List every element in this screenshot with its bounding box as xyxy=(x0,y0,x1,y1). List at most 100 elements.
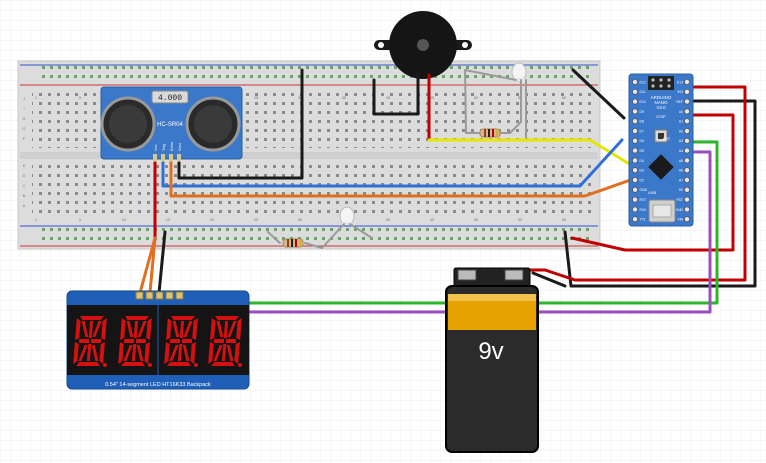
display-segment xyxy=(88,321,94,338)
resistor-top xyxy=(479,128,501,138)
nano-pin-left[interactable] xyxy=(632,118,639,125)
nano-pin-right[interactable] xyxy=(684,127,691,134)
battery-terminal-left xyxy=(457,269,477,281)
display-segment xyxy=(227,321,237,337)
display-segment xyxy=(190,342,196,364)
display-decimal-point xyxy=(103,363,107,367)
display-segment xyxy=(78,345,88,361)
breadboard-col-label-bottom: 30 xyxy=(298,217,303,222)
display-segment xyxy=(81,321,89,337)
breadboard-col-label-top: 40 xyxy=(386,95,391,100)
display-segment xyxy=(215,316,239,320)
display-segment xyxy=(80,316,104,320)
nano-pin-label-left: D5 xyxy=(640,149,644,153)
display-segment xyxy=(131,344,137,361)
breadboard-col-label-bottom: 1 xyxy=(35,217,38,222)
display-header-pin[interactable] xyxy=(175,291,184,300)
nano-pin-right[interactable] xyxy=(684,118,691,125)
nano-pin-left[interactable] xyxy=(632,216,639,223)
display-header-pin[interactable] xyxy=(165,291,174,300)
nano-pin-right[interactable] xyxy=(684,108,691,115)
wire-gray-led-bottom-b xyxy=(349,223,373,239)
breadboard-col-label-top: 25 xyxy=(254,95,259,100)
nano-pin-label-right: 5V xyxy=(679,188,684,192)
nano-pin-left[interactable] xyxy=(632,127,639,134)
display-segment xyxy=(125,316,149,320)
nano-pin-left[interactable] xyxy=(632,206,639,213)
nano-pin-right[interactable] xyxy=(684,167,691,174)
display-segment xyxy=(234,342,240,364)
display-segment xyxy=(182,345,190,361)
nano-pin-right[interactable] xyxy=(684,176,691,183)
nano-pin-right[interactable] xyxy=(684,157,691,164)
display-segment xyxy=(208,342,214,364)
display-segment xyxy=(169,345,179,361)
nano-pin-right[interactable] xyxy=(684,206,691,213)
battery-9v: 9v xyxy=(445,267,539,453)
breadboard-col-label-top: 35 xyxy=(342,95,347,100)
display-header-pin[interactable] xyxy=(145,291,154,300)
nano-pin-label-left: D3 xyxy=(640,169,644,173)
nano-pin-label-right: 3V3 xyxy=(677,90,683,94)
nano-pin-left[interactable] xyxy=(632,108,639,115)
display-segment xyxy=(136,345,144,361)
wire-orange-display-a xyxy=(138,236,157,295)
display-segment xyxy=(236,318,242,340)
nano-pin-label-right: A5 xyxy=(679,159,683,163)
breadboard-row-label: E xyxy=(23,163,26,168)
nano-pin-left[interactable] xyxy=(632,176,639,183)
display-segment xyxy=(210,318,216,340)
display-decimal-point xyxy=(148,363,152,367)
nano-pin-label-left: TX1 xyxy=(640,218,646,222)
wire-black-battery-term xyxy=(531,271,567,288)
breadboard-col-label-bottom: 60 xyxy=(562,217,567,222)
display-segment xyxy=(216,321,224,337)
wire-gray-led-top-b xyxy=(499,79,522,134)
breadboard-col-label-bottom: 50 xyxy=(474,217,479,222)
display-segment xyxy=(76,362,100,366)
nano-icsp-header xyxy=(648,76,674,90)
nano-pin-label-right: A7 xyxy=(679,178,683,182)
nano-pin-label-left: D12 xyxy=(640,80,646,84)
nano-pin-right[interactable] xyxy=(684,137,691,144)
breadboard-row-label: A xyxy=(23,203,26,208)
display-segment xyxy=(226,345,234,361)
lower-terminal-holes xyxy=(32,162,592,218)
nano-pin-left[interactable] xyxy=(632,79,639,86)
nano-pin-left[interactable] xyxy=(632,186,639,193)
display-header-pin[interactable] xyxy=(135,291,144,300)
nano-pin-right[interactable] xyxy=(684,147,691,154)
nano-pin-right[interactable] xyxy=(684,186,691,193)
sensor-pin-label: Echo xyxy=(169,141,174,151)
nano-pin-label-right: GND xyxy=(675,208,683,212)
nano-pin-left[interactable] xyxy=(632,196,639,203)
display-segment xyxy=(91,345,99,361)
nano-model: NANO xyxy=(654,100,668,105)
display-header-pin[interactable] xyxy=(155,291,164,300)
nano-pin-left[interactable] xyxy=(632,98,639,105)
breadboard-row-label: C xyxy=(23,183,26,188)
nano-pin-right[interactable] xyxy=(684,98,691,105)
display-segment xyxy=(90,339,102,343)
nano-icsp-label: ICSP xyxy=(656,114,666,119)
nano-pin-right[interactable] xyxy=(684,216,691,223)
nano-pin-left[interactable] xyxy=(632,147,639,154)
nano-pin-right[interactable] xyxy=(684,88,691,95)
nano-pin-left[interactable] xyxy=(632,137,639,144)
breadboard-row-label: J xyxy=(23,96,25,101)
display-caption: 0.54" 14-segment LED HT16K33 Backpack xyxy=(105,382,211,388)
nano-pin-right[interactable] xyxy=(684,196,691,203)
display-segment xyxy=(86,344,92,361)
nano-pin-left[interactable] xyxy=(632,167,639,174)
nano-pin-right[interactable] xyxy=(684,79,691,86)
nano-pin-left[interactable] xyxy=(632,88,639,95)
nano-pin-label-right: A4 xyxy=(679,149,683,153)
nano-pin-left[interactable] xyxy=(632,157,639,164)
breadboard-col-label-top: 30 xyxy=(298,95,303,100)
nano-brand: ARDUINO xyxy=(651,95,672,100)
breadboard-row-label: D xyxy=(23,173,26,178)
wire-black-led-top xyxy=(571,68,626,120)
